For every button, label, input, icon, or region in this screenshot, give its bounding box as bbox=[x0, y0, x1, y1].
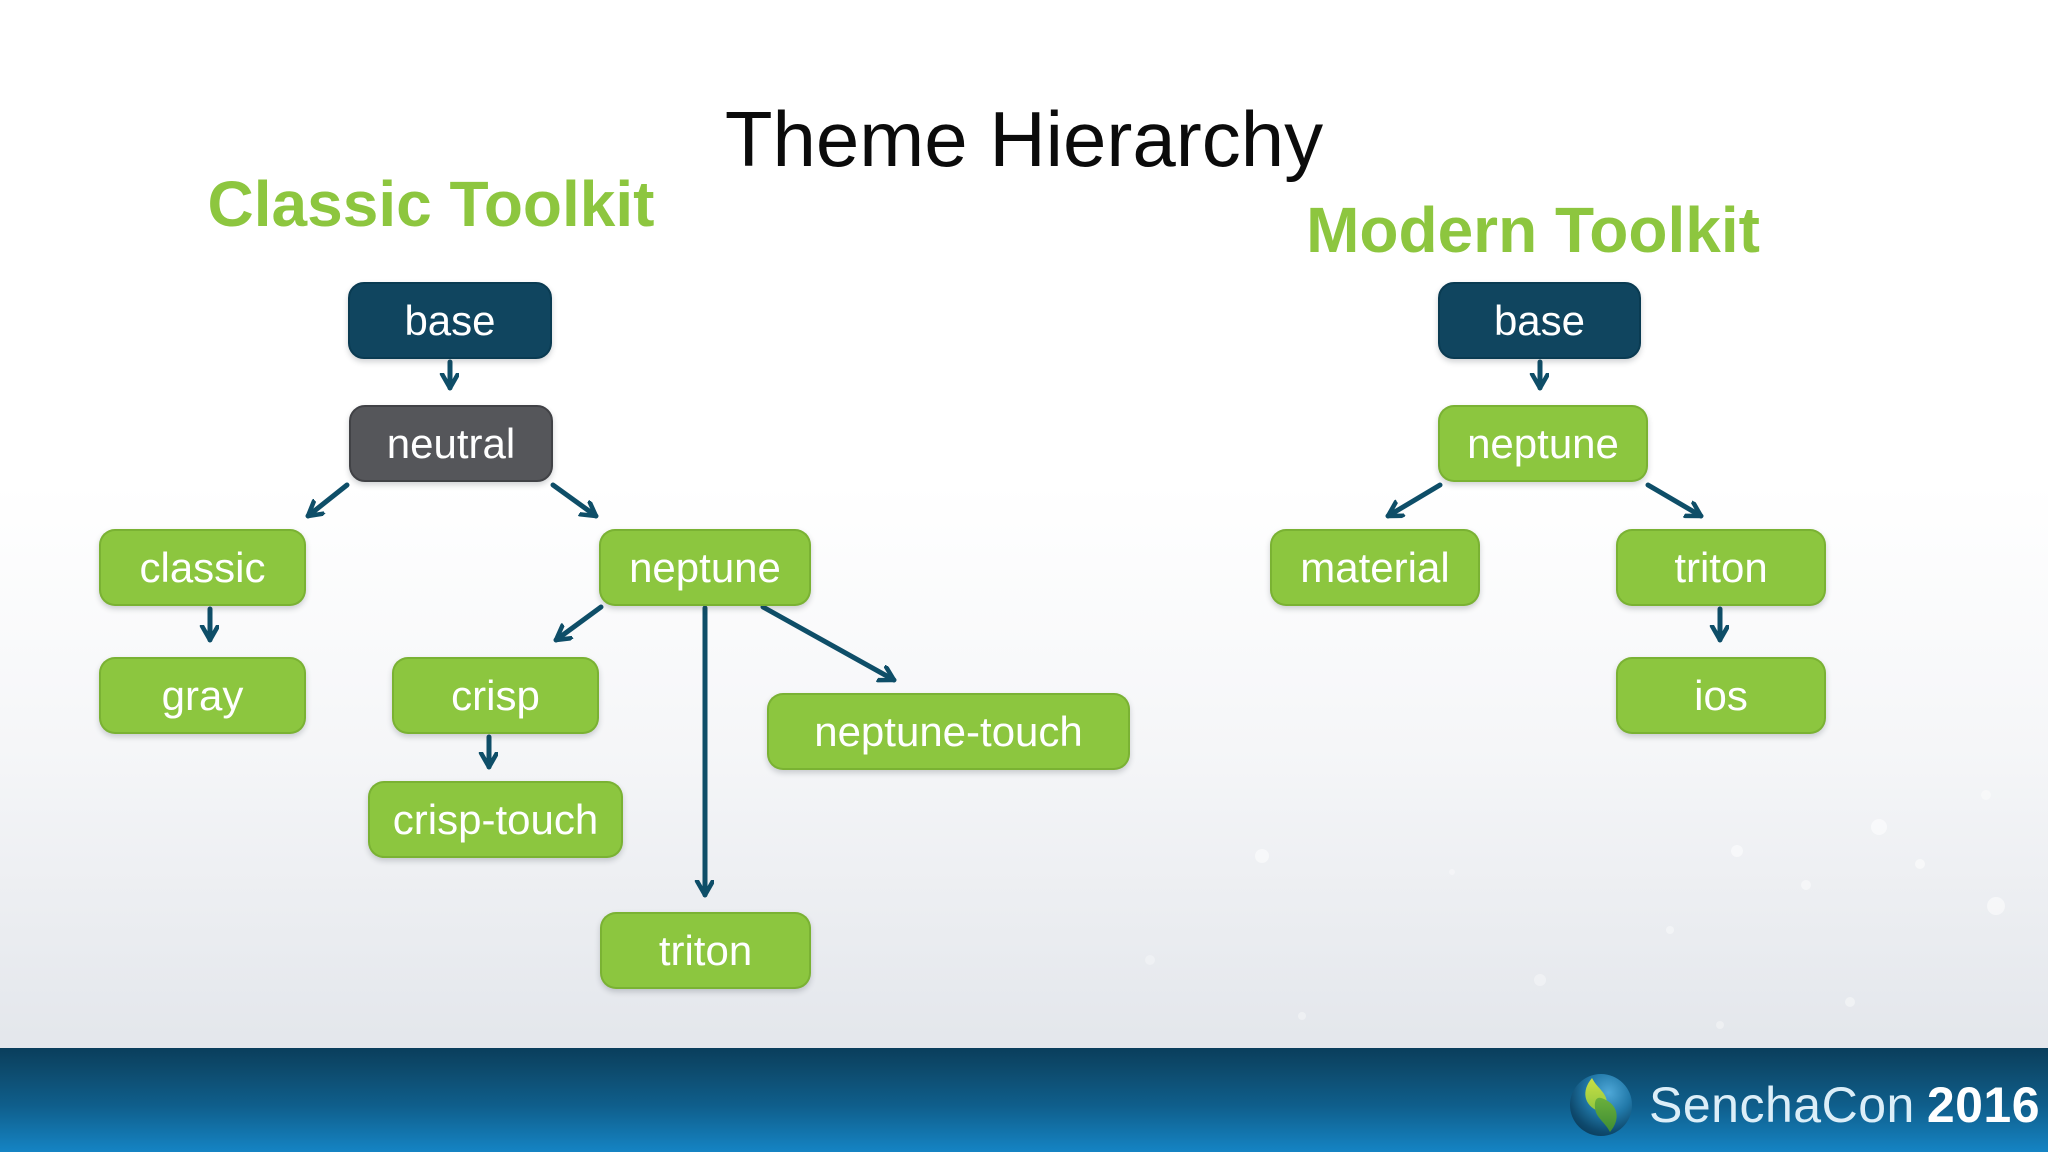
node-modern-material: material bbox=[1270, 529, 1480, 606]
edge-classic-neutral-classic bbox=[305, 482, 350, 519]
brand-name: SenchaCon bbox=[1649, 1077, 1915, 1133]
decor-dot bbox=[1871, 819, 1887, 835]
edge-classic-neutral-neptune bbox=[550, 482, 599, 519]
decor-dot bbox=[1981, 790, 1991, 800]
decor-dot bbox=[1449, 869, 1455, 875]
node-classic-crisp-touch: crisp-touch bbox=[368, 781, 623, 858]
decor-dot bbox=[1845, 997, 1855, 1007]
node-classic-crisp: crisp bbox=[392, 657, 599, 734]
edge-modern-neptune-triton bbox=[1645, 482, 1704, 519]
node-modern-neptune: neptune bbox=[1438, 405, 1648, 482]
node-modern-base: base bbox=[1438, 282, 1641, 359]
node-classic-gray: gray bbox=[99, 657, 306, 734]
decor-dot bbox=[1255, 849, 1269, 863]
node-classic-neptune: neptune bbox=[599, 529, 811, 606]
node-classic-base: base bbox=[348, 282, 552, 359]
decor-dot bbox=[1145, 955, 1155, 965]
edge-classic-neptune-neptune-touch bbox=[760, 604, 897, 683]
node-classic-neutral: neutral bbox=[349, 405, 553, 482]
decor-dot bbox=[1534, 974, 1546, 986]
edge-modern-neptune-material bbox=[1385, 482, 1443, 519]
decor-dot bbox=[1801, 880, 1811, 890]
decor-dot bbox=[1666, 926, 1674, 934]
node-modern-triton: triton bbox=[1616, 529, 1826, 606]
decor-dot bbox=[1716, 1021, 1724, 1029]
node-modern-ios: ios bbox=[1616, 657, 1826, 734]
sencha-logo-icon bbox=[1570, 1074, 1632, 1136]
node-classic-neptune-touch: neptune-touch bbox=[767, 693, 1130, 770]
node-classic-triton: triton bbox=[600, 912, 811, 989]
page-title: Theme Hierarchy bbox=[724, 95, 1324, 183]
modern-toolkit-heading: Modern Toolkit bbox=[1306, 194, 1760, 266]
brand-year: 2016 bbox=[1926, 1077, 2041, 1133]
node-classic-classic: classic bbox=[99, 529, 306, 606]
decor-dot bbox=[1731, 845, 1743, 857]
decor-dot bbox=[1987, 897, 2005, 915]
edge-classic-neptune-crisp bbox=[553, 604, 604, 643]
footer-bar bbox=[0, 1048, 2048, 1152]
decor-dot bbox=[1915, 859, 1925, 869]
classic-toolkit-heading: Classic Toolkit bbox=[207, 168, 655, 240]
decor-dot bbox=[1298, 1012, 1306, 1020]
